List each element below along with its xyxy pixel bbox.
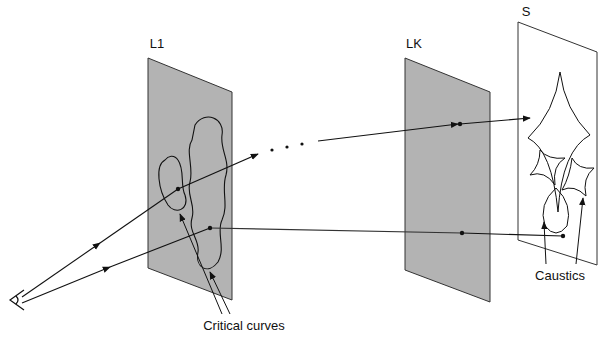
caustic xyxy=(562,158,594,196)
eye-symbol xyxy=(16,296,18,304)
light-ray xyxy=(178,154,258,189)
callout-label: Critical curves xyxy=(203,319,285,333)
ray-point xyxy=(458,122,462,126)
plane-label: L1 xyxy=(150,37,164,51)
light-ray xyxy=(210,228,462,233)
ray-point xyxy=(208,226,212,230)
leader-arrow xyxy=(576,198,583,264)
caustic xyxy=(530,150,565,185)
continuation-dot xyxy=(300,142,303,145)
leader-arrow xyxy=(180,214,222,314)
eye-symbol xyxy=(10,290,24,310)
light-ray xyxy=(22,243,100,297)
light-ray xyxy=(460,118,530,124)
light-ray xyxy=(22,267,110,303)
callout-label: Caustics xyxy=(535,269,585,283)
continuation-dot xyxy=(270,148,273,151)
leader-arrow xyxy=(544,222,546,264)
ray-point xyxy=(176,187,180,191)
light-ray xyxy=(318,124,458,141)
continuation-dot xyxy=(285,145,288,148)
light-ray xyxy=(110,228,210,267)
critical-curve xyxy=(189,117,227,269)
plane-label: S xyxy=(522,5,531,19)
leader-arrow xyxy=(210,272,230,314)
source-plane xyxy=(518,22,597,265)
ray-point xyxy=(561,234,565,238)
ray-point xyxy=(460,231,464,235)
lens-plane xyxy=(148,58,232,300)
caustic xyxy=(543,188,569,233)
lens-plane xyxy=(405,58,490,302)
light-ray xyxy=(100,189,178,243)
light-ray xyxy=(462,233,563,236)
critical-curve xyxy=(159,156,186,210)
plane-label: LK xyxy=(406,37,422,51)
